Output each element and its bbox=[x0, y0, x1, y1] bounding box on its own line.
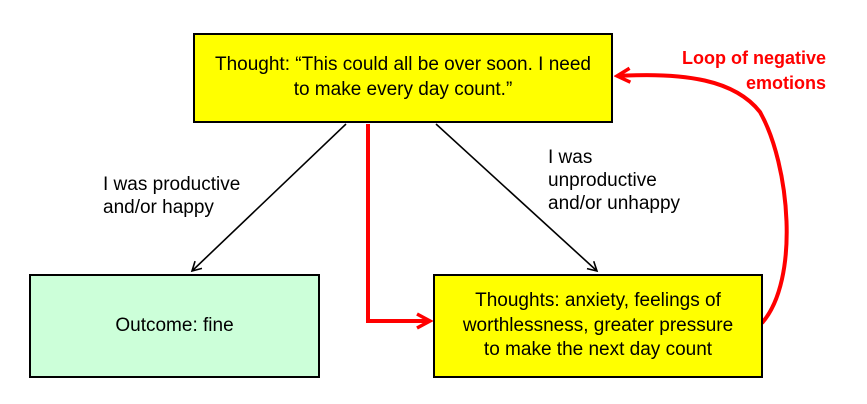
thought-line-2: to make every day count.” bbox=[293, 79, 513, 100]
arrow-thought-to-consequences bbox=[366, 124, 430, 321]
productive-line-2: and/or happy bbox=[103, 197, 214, 218]
arrow-loop-negative-emotions bbox=[617, 75, 789, 325]
outcome-line-1: Outcome: fine bbox=[115, 314, 234, 336]
edge-label-unproductive: I was unproductive and/or unhappy bbox=[548, 146, 680, 215]
arrow-productive bbox=[190, 123, 347, 273]
thought-box: Thought: “This could all be over soon. I… bbox=[193, 33, 613, 123]
edge-label-productive: I was productive and/or happy bbox=[103, 173, 240, 219]
arrow-unproductive bbox=[435, 123, 599, 273]
productive-line-1: I was productive bbox=[103, 174, 241, 195]
consequences-box: Thoughts: anxiety, feelings of worthless… bbox=[433, 274, 763, 378]
loop-line-1: Loop of negative bbox=[682, 48, 826, 68]
loop-line-2: emotions bbox=[745, 73, 826, 93]
outcome-box: Outcome: fine bbox=[29, 274, 320, 378]
consequences-line-3: to make the next day count bbox=[483, 339, 713, 361]
consequences-line-1: Thoughts: anxiety, feelings of bbox=[475, 289, 721, 311]
thought-line-1: Thought: “This could all be over soon. I… bbox=[214, 54, 591, 76]
unproductive-line-1: I was bbox=[548, 147, 593, 168]
consequences-line-2: worthlessness, greater pressure bbox=[462, 314, 734, 336]
unproductive-line-3: and/or unhappy bbox=[548, 193, 681, 214]
unproductive-line-2: unproductive bbox=[548, 170, 657, 191]
edge-label-loop: Loop of negative emotions bbox=[640, 46, 826, 96]
